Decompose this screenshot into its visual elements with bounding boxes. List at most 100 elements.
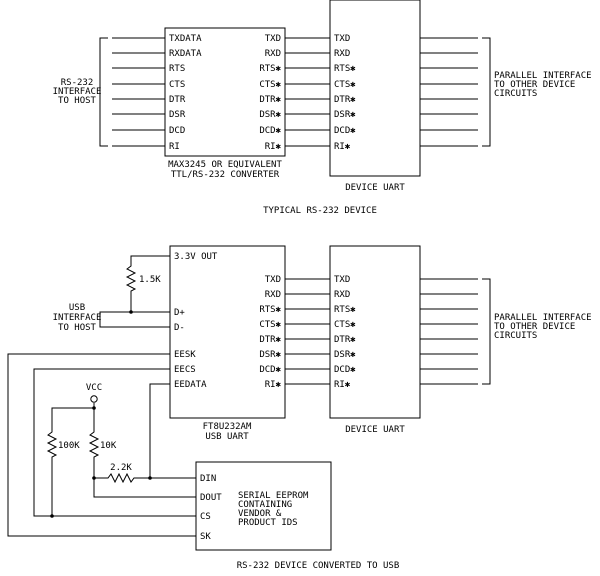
- parallel-wires-2: [420, 278, 478, 385]
- host-label-line-2: INTERFACE: [53, 87, 102, 97]
- conv-pin-dtr-n: DTR✱: [259, 95, 281, 105]
- resistor-10k-label: 10K: [100, 441, 117, 451]
- uart1-pin-dsr: DSR✱: [334, 110, 356, 120]
- diagram2-title: RS-232 DEVICE CONVERTED TO USB: [237, 561, 400, 571]
- parallel1-line-1: PARALLEL INTERFACE: [494, 71, 592, 81]
- eeprom-pin-cs: CS: [200, 512, 211, 522]
- conv-pin-dsr: DSR: [169, 110, 186, 120]
- ft-pin-dcd: DCD✱: [259, 365, 281, 375]
- ft-pin-dtr: DTR✱: [259, 335, 281, 345]
- conv-pin-dcd-n: DCD✱: [259, 126, 281, 136]
- usb-conversion-diagram: 3.3V OUT 1.5K USB INTERFACE TO HOST D+ D…: [7, 245, 592, 571]
- uart2-pin-dtr: DTR✱: [334, 335, 356, 345]
- conv-pin-ri: RI: [169, 142, 180, 152]
- host-label-line-1: RS-232: [61, 78, 94, 88]
- ft-pin-dminus: D-: [174, 323, 185, 333]
- uart2-pin-rxd: RXD: [334, 290, 350, 300]
- parallel2-line-2: TO OTHER DEVICE: [494, 322, 575, 332]
- uart1-pin-cts: CTS✱: [334, 80, 356, 90]
- parallel-bracket-2: [482, 278, 491, 385]
- uart2-pin-dsr: DSR✱: [334, 350, 356, 360]
- conv-pin-dsr-n: DSR✱: [259, 110, 281, 120]
- ft-pin-cts: CTS✱: [259, 320, 281, 330]
- ft8u232am-box: [169, 245, 286, 419]
- uart2-pin-dcd: DCD✱: [334, 365, 356, 375]
- conv-pin-cts: CTS: [169, 80, 185, 90]
- conv-pin-ri-n: RI✱: [265, 142, 282, 152]
- parallel2-line-3: CIRCUITS: [494, 331, 537, 341]
- conv-pin-cts-n: CTS✱: [259, 80, 281, 90]
- ft-pin-rxd: RXD: [265, 290, 281, 300]
- uart2-pin-ri: RI✱: [334, 380, 351, 390]
- converter-uart-wires: [285, 37, 330, 147]
- serial-eeprom-box: [195, 461, 332, 551]
- uart2-pin-txd: TXD: [334, 275, 350, 285]
- uart1-pin-rxd: RXD: [334, 49, 350, 59]
- host-label-line-3: TO HOST: [58, 96, 97, 106]
- conv-pin-rxd: RXD: [265, 49, 281, 59]
- resistor-2-2k: [92, 472, 196, 484]
- serial-eeprom-line-3: VENDOR &: [238, 509, 282, 519]
- converter-caption-line-2: TTL/RS-232 CONVERTER: [171, 170, 280, 180]
- serial-eeprom-line-1: SERIAL EEPROM: [238, 491, 309, 501]
- resistor-2-2k-label: 2.2K: [110, 463, 132, 473]
- usb-label-line-1: USB: [69, 303, 85, 313]
- host-bracket: [99, 37, 108, 147]
- ft-uart-wires: [285, 278, 330, 385]
- parallel2-line-1: PARALLEL INTERFACE: [494, 313, 592, 323]
- parallel1-line-3: CIRCUITS: [494, 89, 537, 99]
- resistor-100k-label: 100K: [58, 441, 80, 451]
- uart2-caption: DEVICE UART: [345, 425, 405, 435]
- resistor-1-5k-label: 1.5K: [139, 275, 161, 285]
- vcc-label: VCC: [86, 383, 102, 393]
- uart1-pin-dcd: DCD✱: [334, 126, 356, 136]
- uart1-pin-dtr: DTR✱: [334, 95, 356, 105]
- converter-box: [164, 27, 286, 157]
- resistor-10k: [88, 406, 196, 498]
- conv-pin-rxdata: RXDATA: [169, 49, 202, 59]
- ft-pin-eesk: EESK: [174, 350, 196, 360]
- parallel-bracket-1: [482, 37, 491, 147]
- conv-pin-rts: RTS: [169, 64, 185, 74]
- ft-pin-eecs: EECS: [174, 365, 196, 375]
- uart2-pin-rts: RTS✱: [334, 305, 356, 315]
- uart-box-1: [329, 0, 421, 177]
- uart1-pin-ri: RI✱: [334, 142, 351, 152]
- serial-eeprom-line-4: PRODUCT IDS: [238, 518, 298, 528]
- ft-pin-3v3-out: 3.3V OUT: [174, 252, 218, 262]
- ft-pin-dplus: D+: [174, 308, 185, 318]
- ft-pin-rts: RTS✱: [259, 305, 281, 315]
- ft-pin-txd: TXD: [265, 275, 281, 285]
- resistor-100k: [46, 403, 95, 516]
- eeprom-pin-dout: DOUT: [200, 493, 222, 503]
- conv-pin-txd: TXD: [265, 34, 281, 44]
- ft-pin-eedata: EEDATA: [174, 380, 207, 390]
- ft-pin-dsr: DSR✱: [259, 350, 281, 360]
- usb-label-line-3: TO HOST: [58, 323, 97, 333]
- parallel1-line-2: TO OTHER DEVICE: [494, 80, 575, 90]
- vcc-terminal: [90, 395, 98, 403]
- conv-pin-dtr: DTR: [169, 95, 186, 105]
- diagram1-title: TYPICAL RS-232 DEVICE: [263, 206, 377, 216]
- ft-pin-ri: RI✱: [265, 380, 282, 390]
- host-wires: [112, 37, 165, 147]
- conv-pin-rts-n: RTS✱: [259, 64, 281, 74]
- conv-pin-dcd: DCD: [169, 126, 185, 136]
- eeprom-pin-din: DIN: [200, 474, 216, 484]
- uart-box-2: [329, 245, 421, 419]
- uart2-pin-cts: CTS✱: [334, 320, 356, 330]
- converter-caption-line-1: MAX3245 OR EQUIVALENT: [168, 160, 282, 170]
- conv-pin-txdata: TXDATA: [169, 34, 202, 44]
- usb-label-line-2: INTERFACE: [53, 313, 102, 323]
- uart1-pin-txd: TXD: [334, 34, 350, 44]
- parallel-wires-1: [420, 37, 478, 147]
- typical-rs232-diagram: RS-232 INTERFACE TO HOST TXDATA RXDATA R…: [53, 0, 592, 216]
- serial-eeprom-line-2: CONTAINING: [238, 500, 292, 510]
- ft-caption-line-1: FT8U232AM: [203, 422, 252, 432]
- uart1-pin-rts: RTS✱: [334, 64, 356, 74]
- eeprom-bus-wires: [7, 353, 196, 537]
- usb-bracket: [99, 311, 170, 328]
- eeprom-pin-sk: SK: [200, 532, 211, 542]
- ft-caption-line-2: USB UART: [205, 432, 249, 442]
